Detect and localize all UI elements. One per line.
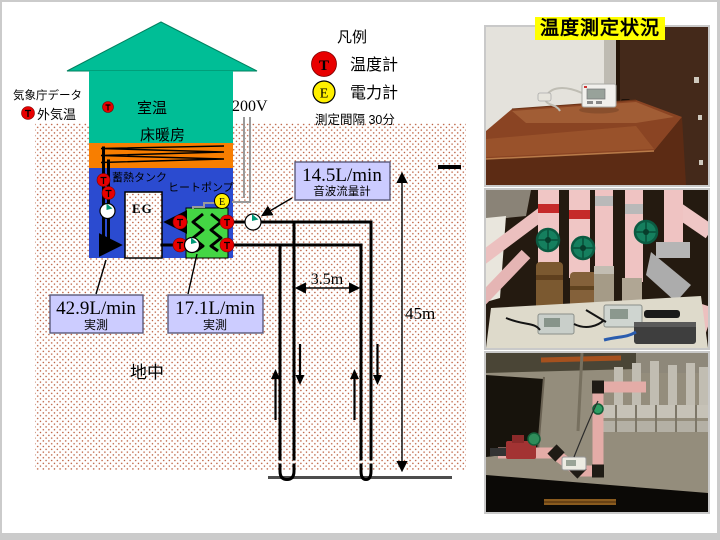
power-cable bbox=[192, 202, 218, 209]
power-meter-symbol: E bbox=[219, 197, 225, 208]
data-logger bbox=[603, 304, 643, 328]
page-title: 温度測定状況 bbox=[535, 17, 666, 40]
sensor-wire bbox=[573, 400, 599, 458]
power-cable bbox=[232, 117, 251, 203]
eg-box bbox=[124, 191, 163, 259]
power-meter-icon bbox=[312, 80, 336, 104]
outside-temp-label: 外気温 bbox=[37, 107, 76, 122]
sonic-flow-callout: 14.5L/min 音波流量計 bbox=[261, 161, 391, 217]
supply-pipe bbox=[226, 220, 373, 461]
floor-heating-label: 床暖房 bbox=[140, 127, 185, 144]
room-temp-label: 室温 bbox=[137, 100, 167, 117]
thermometer-symbol: T bbox=[319, 58, 329, 74]
power-meter-icon bbox=[214, 193, 230, 209]
data-logger bbox=[561, 456, 587, 471]
concrete-corner bbox=[486, 190, 531, 220]
heat-pump-label: ヒートポンプ bbox=[168, 181, 234, 194]
flow-meter-markers bbox=[99, 202, 262, 254]
data-logger bbox=[537, 313, 575, 335]
thermometer-icon bbox=[96, 173, 111, 187]
power-meter-marker: E bbox=[214, 193, 230, 209]
legend: 凡例 T 温度計 E 電力計 測定間隔 30分 bbox=[311, 29, 398, 127]
valve-wheel-icon bbox=[570, 235, 596, 261]
silver-elbow bbox=[646, 252, 691, 302]
blue-cable bbox=[603, 330, 637, 342]
depth-label: 45m bbox=[405, 304, 435, 323]
conduit bbox=[576, 353, 584, 432]
tank-flow-value: 42.9L/min bbox=[56, 298, 136, 319]
flow-meter-icon bbox=[244, 213, 262, 231]
valve-wheel-icon bbox=[535, 227, 561, 253]
meter-device bbox=[634, 322, 696, 344]
legend-thermometer-label: 温度計 bbox=[350, 56, 398, 74]
silver-manifold bbox=[598, 405, 708, 418]
floor bbox=[486, 475, 708, 512]
sonic-flow-value: 14.5L/min bbox=[302, 165, 382, 186]
data-logger bbox=[581, 83, 617, 108]
cables bbox=[505, 309, 607, 331]
return-pipe bbox=[226, 243, 363, 461]
heat-exchanger-icon bbox=[191, 212, 205, 253]
photo-pipes-valves bbox=[484, 188, 710, 350]
borehole2-ubend bbox=[359, 463, 373, 482]
power-meter-symbol: E bbox=[320, 87, 329, 102]
photo-machine-room bbox=[484, 351, 710, 514]
thermometer-markers bbox=[21, 101, 235, 253]
thermometer-icon bbox=[219, 214, 235, 230]
heat-exchanger-icon bbox=[209, 212, 223, 253]
house-roof bbox=[66, 21, 258, 72]
thermometer-icon bbox=[311, 51, 337, 77]
flow-meter-icon bbox=[99, 202, 116, 220]
sensor-plug bbox=[537, 92, 552, 102]
eg-label: EG bbox=[132, 201, 153, 216]
tank-flow-method: 実測 bbox=[84, 317, 108, 332]
thermometer-icon bbox=[219, 237, 235, 253]
pink-pipe-run bbox=[498, 381, 646, 477]
underground-label: 地中 bbox=[130, 363, 164, 382]
voltage-label: 200V bbox=[232, 98, 268, 115]
desk-front bbox=[486, 117, 686, 185]
legend-heading: 凡例 bbox=[337, 29, 367, 46]
probe bbox=[644, 310, 680, 318]
sonic-flow-method: 音波流量計 bbox=[313, 184, 371, 198]
borehole1-ubend bbox=[278, 463, 296, 482]
thermometer-icon bbox=[102, 101, 114, 113]
system-diagram: 地中 EG bbox=[13, 21, 466, 482]
thermometer-icon bbox=[101, 186, 116, 200]
hp-flow-method: 実測 bbox=[203, 317, 227, 332]
thermometer-icon bbox=[21, 106, 35, 120]
storage-tank-label: 蓄熱タンク bbox=[112, 171, 167, 184]
weather-source-label: 気象庁データ bbox=[13, 88, 82, 102]
measurement-interval: 測定間隔 30分 bbox=[315, 112, 395, 127]
tank-flow-callout: 42.9L/min 実測 bbox=[49, 259, 144, 334]
valve-wheel-icon bbox=[633, 219, 659, 245]
red-pump bbox=[490, 432, 541, 459]
photo-indoor-logger bbox=[484, 25, 710, 187]
hp-flow-value: 17.1L/min bbox=[175, 298, 255, 319]
hp-flow-callout: 17.1L/min 実測 bbox=[167, 253, 264, 334]
flow-arrows bbox=[271, 344, 382, 420]
thermometer-icon bbox=[172, 214, 188, 230]
legend-power-label: 電力計 bbox=[350, 84, 398, 102]
floor-coil bbox=[100, 145, 225, 164]
flow-meter-icon bbox=[183, 236, 201, 254]
spacing-label: 3.5m bbox=[311, 271, 344, 288]
